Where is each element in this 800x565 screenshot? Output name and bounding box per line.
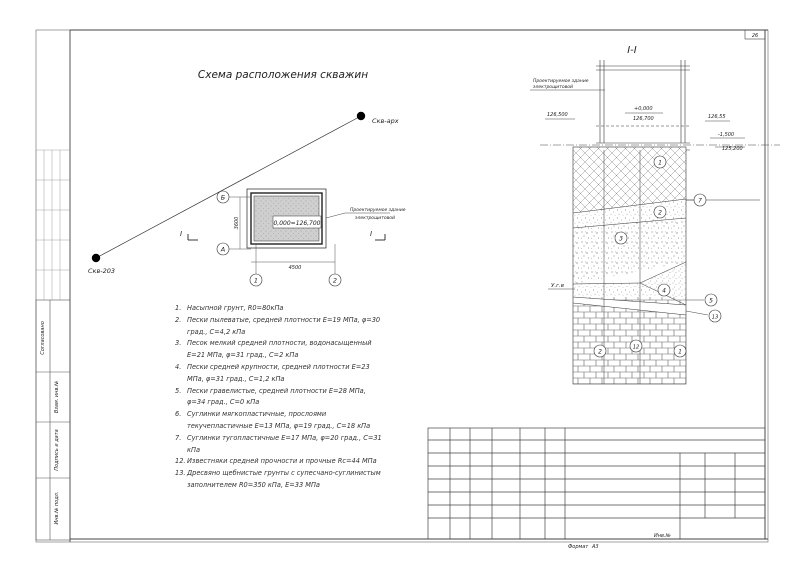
plan-title: Схема расположения скважин [198, 69, 368, 81]
legend-item: 2. Пески пылеватые, средней плотности E=1… [175, 315, 385, 339]
axis-b-label: Б [221, 194, 226, 202]
plan-building-label-2: электрощитовой [355, 215, 395, 221]
legend-item-number: 1. [175, 304, 182, 312]
dim-height: 3600 [234, 217, 240, 230]
format-value: А3 [591, 544, 599, 550]
well-bottom-marker [91, 253, 101, 263]
section-building [596, 60, 690, 151]
mark-126-55: 126,55 [708, 114, 726, 120]
plan-zero-mark: 0,000=126,700 [273, 220, 320, 227]
section-title: I-I [627, 45, 637, 56]
layer-7: 7 [698, 198, 702, 205]
legend-item: 13.Дресвяно щебнистые грунты с супесчано… [175, 468, 385, 492]
legend-item: 4. Пески средней крупности, средней плотн… [175, 362, 385, 386]
well-top-label: Скв-арх [372, 117, 399, 125]
layer-1-bottom: 1 [678, 349, 682, 356]
soil-legend: 1. Насыпной грунт, R0=80кПа 2. Пески пылева… [175, 303, 385, 492]
legend-item: 7. Суглинки тугопластичные E=17 МПа, φ=20… [175, 433, 385, 457]
legend-item-number: 5. [175, 386, 182, 395]
building-plan: 0,000=126,700 [246, 188, 327, 249]
legend-item-text: Пески пылеватые, средней плотности E=19 … [187, 315, 381, 336]
format-label: Формат [568, 544, 589, 550]
side-stamp: Согласовано Взам. инв.№ Подпись и дата И… [35, 149, 71, 541]
well-bottom-label: Скв-203 [88, 267, 115, 275]
plan-building-label-1: Проектируемое здание [350, 207, 406, 213]
legend-item: 3. Песок мелкий средней плотности, водона… [175, 338, 385, 362]
layer-2-bottom: 2 [598, 349, 602, 356]
layer-4: 4 [662, 288, 666, 295]
legend-item-number: 3. [175, 339, 182, 348]
wells-connection-line [95, 115, 362, 259]
mark-126-700: 126,700 [633, 116, 654, 122]
mark-126-500: 126,500 [547, 112, 568, 118]
stamp-agreed: Согласовано [40, 321, 46, 355]
page-number-box [744, 29, 766, 40]
layer-5: 5 [709, 298, 713, 305]
mark-zero: +0,000 [634, 106, 653, 112]
stamp-replace-inv: Взам. инв.№ [54, 381, 60, 413]
axis-2-label: 2 [333, 277, 337, 285]
legend-item-text: Суглинки тугопластичные E=17 МПа, φ=20 г… [187, 433, 382, 454]
stamp-signature-date: Подпись и дата [54, 429, 60, 470]
axis-1-label: 1 [254, 277, 258, 285]
section-mark-left: I [180, 230, 182, 238]
groundwater-label: У.г.в [551, 283, 564, 289]
layer-3: 3 [619, 236, 623, 243]
legend-item-text: Песок мелкий средней плотности, водонасы… [187, 339, 372, 360]
axis-a-label: А [220, 246, 225, 254]
legend-item-number: 6. [175, 410, 182, 419]
legend-item-number: 12. [175, 457, 186, 466]
legend-item-number: 2. [175, 315, 182, 324]
legend-item-text: Суглинки мягкопластичные, прослоями теку… [187, 410, 371, 430]
legend-item-text: Дресвяно щебнистые грунты с супесчано-су… [187, 469, 381, 489]
legend-item: 12.Известняки средней прочности и прочны… [175, 456, 385, 468]
dim-width: 4500 [289, 265, 302, 271]
section-building-label-1: Проектируемое здание [533, 78, 589, 84]
stamp-inv-original: Инв.№ подл. [54, 492, 60, 525]
soil-section [548, 146, 760, 385]
legend-item-text: Насыпной грунт, R0=80кПа [187, 304, 284, 312]
legend-item-number: 4. [175, 362, 182, 371]
legend-item: 5. Пески гравелистые, средней плотности E… [175, 386, 385, 410]
layer-13: 13 [712, 315, 719, 321]
legend-item-text: Известняки средней прочности и прочные R… [187, 457, 377, 466]
page-number: 26 [752, 33, 758, 39]
section-mark-right: I [370, 230, 372, 238]
title-block [427, 427, 766, 540]
layer-12: 12 [633, 345, 640, 351]
layer-2-top: 2 [658, 210, 662, 217]
section-building-label-2: электрощитовой [533, 84, 573, 90]
mark-125-200: 125,200 [722, 146, 743, 152]
legend-item: 6. Суглинки мягкопластичные, прослоями те… [175, 409, 385, 433]
legend-item-text: Пески гравелистые, средней плотности E=2… [187, 386, 366, 407]
mark-minus-1500: -1,500 [718, 132, 734, 138]
legend-item-number: 13. [175, 469, 186, 478]
well-top-marker [356, 111, 366, 121]
legend-item: 1. Насыпной грунт, R0=80кПа [175, 303, 385, 315]
legend-item-text: Пески средней крупности, средней плотнос… [187, 362, 370, 383]
inv-label: Инв.№ [654, 533, 671, 539]
legend-item-number: 7. [175, 433, 182, 442]
layer-1-top: 1 [658, 160, 662, 167]
